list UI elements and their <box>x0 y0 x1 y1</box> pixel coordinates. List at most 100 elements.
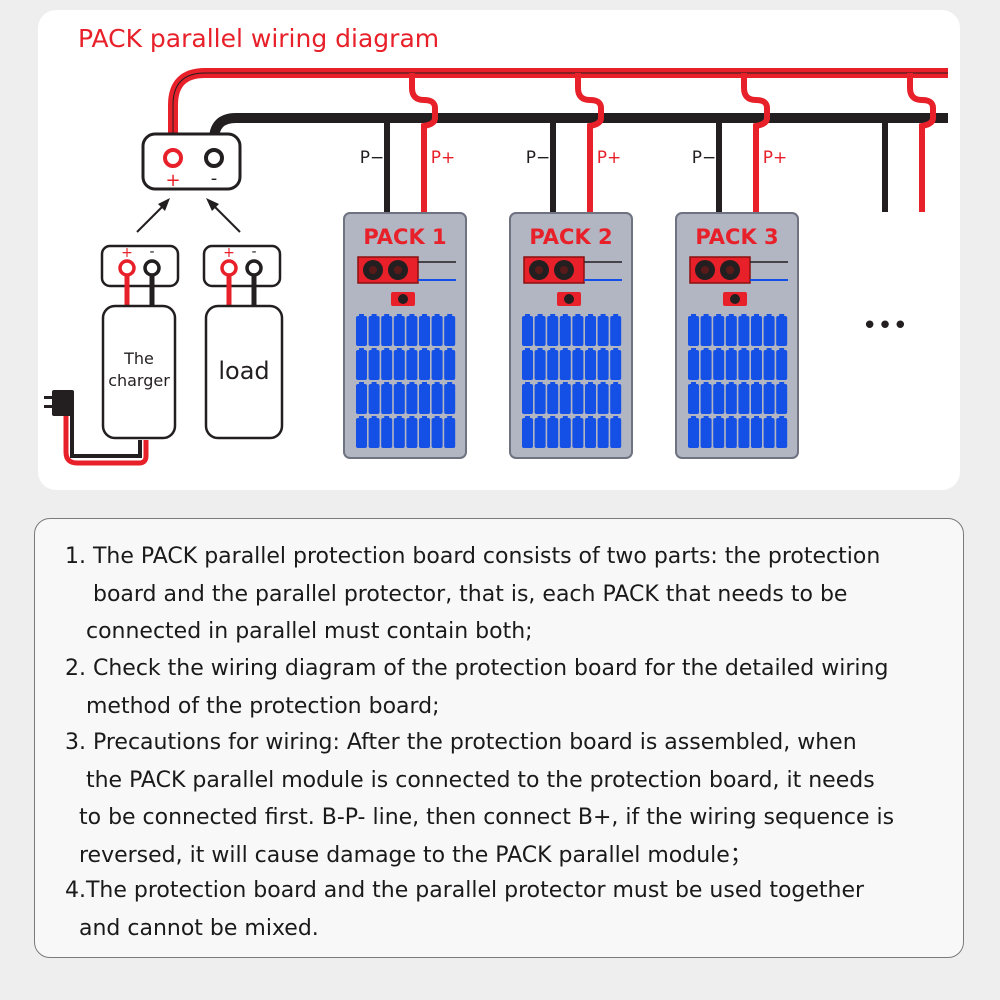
p-plus-label: P+ <box>763 148 788 168</box>
battery-cell <box>713 418 725 448</box>
pack-lead-wires <box>384 73 936 215</box>
battery-cell <box>700 350 712 380</box>
battery-cell <box>444 384 456 414</box>
battery-cell <box>713 350 725 380</box>
note-4: 4.The protection board and the parallel … <box>65 878 865 941</box>
p-minus-label: P− <box>692 148 717 168</box>
battery-cell <box>393 350 405 380</box>
battery-cell <box>763 384 775 414</box>
plug-icon <box>44 390 74 416</box>
battery-cell <box>597 384 609 414</box>
positive-bus-wire <box>168 68 948 150</box>
battery-cell <box>419 350 430 380</box>
battery-cell <box>738 316 750 346</box>
main-connector: + - <box>141 132 242 191</box>
battery-cell <box>700 418 712 448</box>
battery-cell <box>585 384 596 414</box>
battery-cell <box>700 384 712 414</box>
wiring-diagram: + - + - The charger <box>44 68 948 466</box>
battery-cell <box>534 418 546 448</box>
protection-board <box>523 256 622 284</box>
battery-cell <box>776 384 788 414</box>
battery-cell <box>522 350 533 380</box>
p-plus-label: P+ <box>431 148 456 168</box>
battery-cell <box>356 316 367 346</box>
battery-cell <box>713 384 725 414</box>
battery-cell <box>356 418 367 448</box>
parallel-protector <box>557 292 581 306</box>
charger-minus-sign: - <box>149 244 154 260</box>
battery-cell <box>368 316 380 346</box>
load-device: + - load <box>202 244 284 440</box>
pack-name: PACK 3 <box>695 225 778 249</box>
battery-cell <box>597 316 609 346</box>
load-plus-sign: + <box>223 245 235 261</box>
battery-cell <box>431 384 443 414</box>
battery-cell <box>393 384 405 414</box>
battery-cell <box>368 350 380 380</box>
connector-plus-sign: + <box>165 170 180 191</box>
battery-cells <box>356 314 456 448</box>
note-1: 1. The PACK parallel protection board co… <box>65 544 881 644</box>
p-plus-label: P+ <box>597 148 622 168</box>
battery-cell <box>368 418 380 448</box>
battery-cell <box>688 418 699 448</box>
battery-cell <box>444 350 456 380</box>
battery-cell <box>776 316 788 346</box>
battery-cell <box>559 418 571 448</box>
pack-name: PACK 1 <box>363 225 446 249</box>
battery-cell <box>356 350 367 380</box>
pack-wire-pair <box>882 73 936 212</box>
diagram-title: PACK parallel wiring diagram <box>78 24 440 53</box>
arrow-icon <box>136 198 170 233</box>
protection-board <box>689 256 788 284</box>
battery-cell <box>751 384 762 414</box>
load-label: load <box>218 357 269 385</box>
battery-cell <box>610 418 622 448</box>
battery-cell <box>610 316 622 346</box>
battery-cells <box>688 314 788 448</box>
negative-bus-wire <box>209 113 948 150</box>
load-minus-sign: - <box>251 244 256 260</box>
battery-cell <box>431 418 443 448</box>
battery-cell <box>700 316 712 346</box>
more-packs-ellipsis: ••• <box>862 311 908 341</box>
battery-cell <box>725 384 737 414</box>
battery-cell <box>406 350 418 380</box>
battery-cell <box>419 384 430 414</box>
parallel-protector <box>723 292 747 306</box>
battery-cell <box>572 350 584 380</box>
battery-cell <box>406 316 418 346</box>
charger-label-line1: The <box>123 349 154 368</box>
charger-label-line2: charger <box>108 371 170 390</box>
pack-wire-pair <box>384 73 438 215</box>
battery-cell <box>559 316 571 346</box>
wiring-diagram-panel: + - + - The charger <box>38 10 960 490</box>
charger-device: + - The charger <box>100 244 180 440</box>
battery-cell <box>572 384 584 414</box>
battery-cell <box>444 316 456 346</box>
pack-group: P−P+PACK 1P−P+PACK 2P−P+PACK 3 <box>343 148 799 459</box>
battery-cell <box>688 384 699 414</box>
battery-cell <box>738 384 750 414</box>
battery-cell <box>585 316 596 346</box>
battery-cell <box>776 350 788 380</box>
battery-cell <box>688 316 699 346</box>
battery-cell <box>419 418 430 448</box>
battery-cell <box>547 316 559 346</box>
arrow-icon <box>206 198 241 233</box>
pack-2: P−P+PACK 2 <box>509 148 633 459</box>
battery-cell <box>522 418 533 448</box>
battery-cell <box>368 384 380 414</box>
connector-minus-sign: - <box>211 168 218 189</box>
battery-cell <box>597 350 609 380</box>
battery-cell <box>534 384 546 414</box>
battery-cell <box>585 418 596 448</box>
battery-cell <box>738 418 750 448</box>
battery-cell <box>381 384 393 414</box>
battery-cells <box>522 314 622 448</box>
battery-cell <box>431 316 443 346</box>
pack-name: PACK 2 <box>529 225 612 249</box>
battery-cell <box>725 350 737 380</box>
battery-cell <box>406 418 418 448</box>
